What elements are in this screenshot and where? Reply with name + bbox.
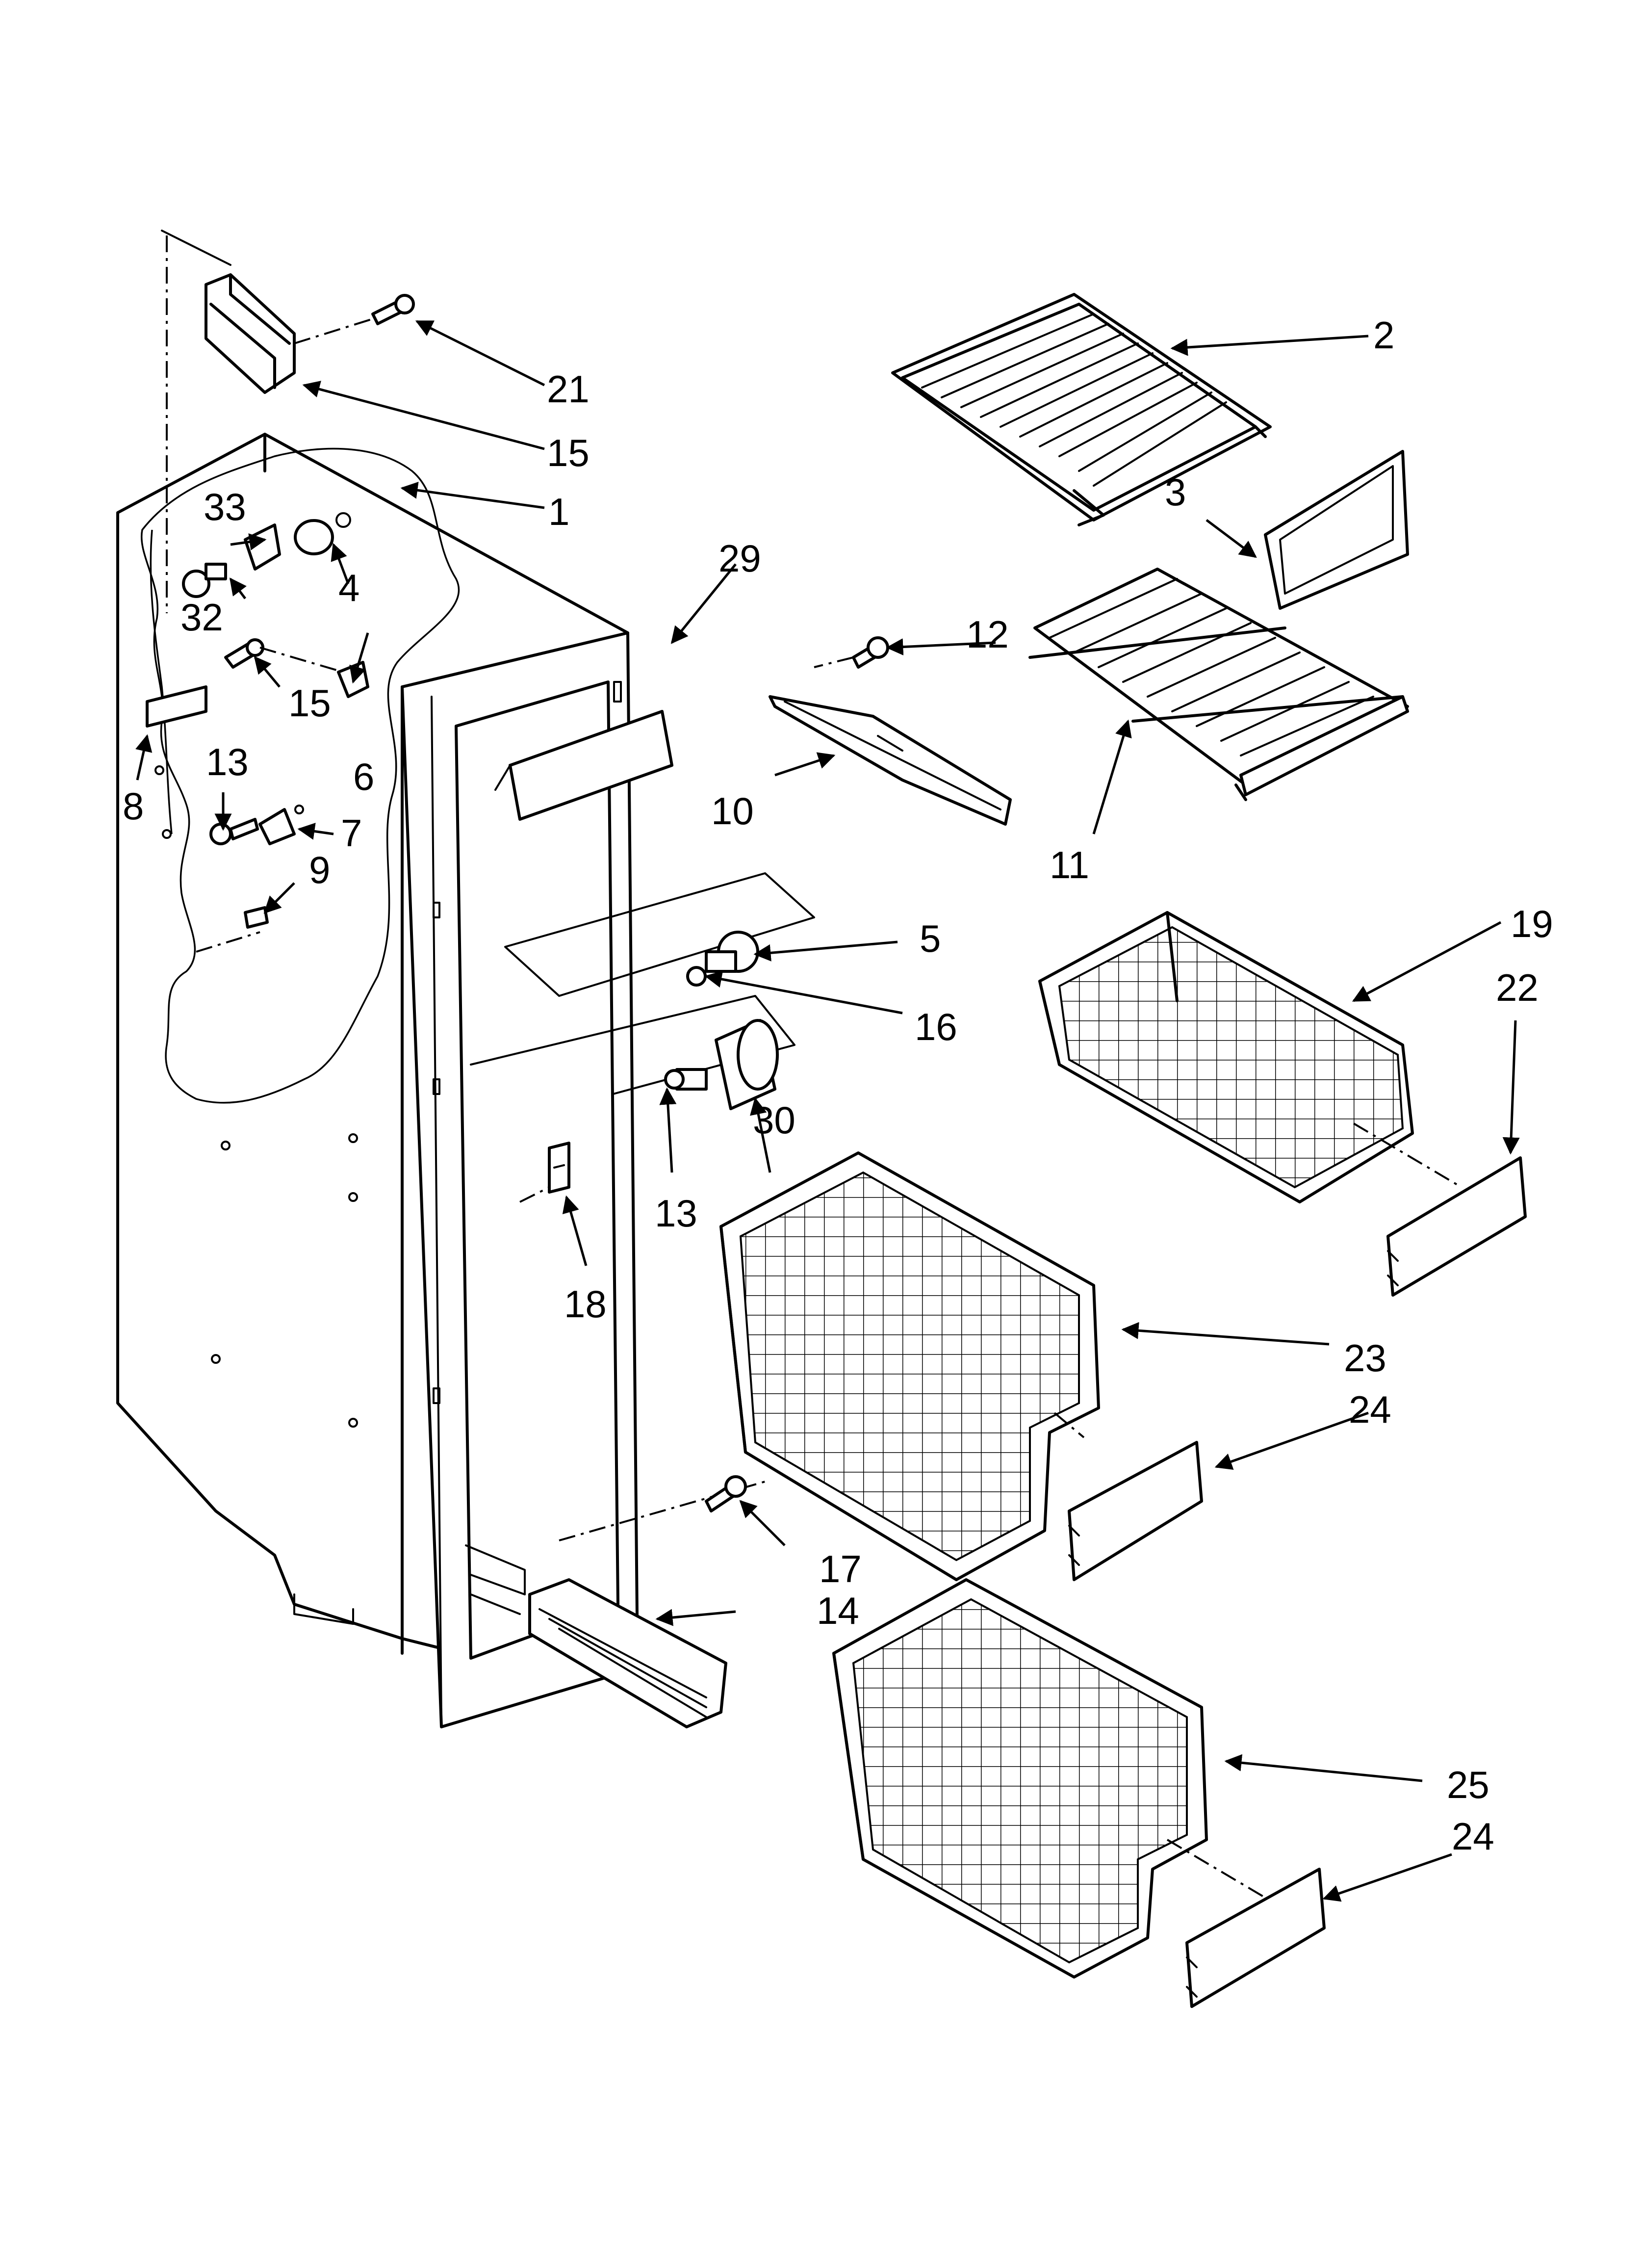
callout-16: 16 [915, 1005, 957, 1048]
callout-7: 7 [341, 811, 362, 855]
callout-1: 1 [548, 490, 569, 533]
callout-24-lower: 24 [1452, 1815, 1494, 1858]
shelf-screw [814, 636, 889, 669]
callout-4: 4 [338, 566, 359, 609]
callout-14: 15 [547, 431, 590, 474]
callout-33: 33 [204, 485, 246, 528]
toe-grille [528, 1578, 727, 1728]
callout-11: 11 [1050, 843, 1089, 886]
shelf-support [769, 695, 1012, 826]
leader-lines [135, 320, 1520, 1902]
callout-24-upper: 24 [1349, 1388, 1391, 1431]
callout-21: 19 [1511, 902, 1553, 945]
callout-13-left: 13 [206, 740, 249, 783]
knob [294, 512, 351, 555]
shelf-bracket-lower [664, 1019, 779, 1110]
wire-shelf-top [891, 293, 1272, 526]
callout-23: 23 [1344, 1336, 1386, 1380]
basket-handle-middle [1068, 1441, 1203, 1581]
shelf-bracket-upper [705, 931, 759, 973]
callout-32: 32 [180, 596, 223, 639]
cover-panel [494, 710, 673, 821]
callout-10: 10 [711, 789, 754, 833]
basket-middle [719, 1151, 1100, 1581]
basket-handle-upper [1386, 1156, 1527, 1297]
callout-22: 22 [1496, 966, 1539, 1009]
callout-29: 29 [718, 537, 761, 580]
callout-labels: 21 15 1 2 3 29 33 32 4 12 15 6 8 13 7 9 … [123, 313, 1553, 1858]
wire-shelf-lower [1028, 568, 1409, 801]
top-hinge [161, 230, 296, 394]
clamp [258, 805, 304, 845]
callout-12: 12 [966, 613, 1009, 656]
plug-button [244, 906, 269, 929]
callout-19: 18 [564, 1282, 607, 1326]
basket-lower [832, 1578, 1276, 1979]
callout-8: 8 [123, 784, 144, 828]
callout-25: 25 [1447, 1763, 1489, 1806]
callout-13-center: 13 [655, 1192, 697, 1235]
callout-5: 5 [920, 917, 941, 960]
shelf-front-trim [1264, 450, 1409, 610]
callout-17: 14 [817, 1589, 859, 1632]
callout-18: 17 [819, 1547, 862, 1590]
light-bulb [182, 563, 227, 598]
callout-15-top: 21 [547, 367, 590, 411]
callout-30: 30 [753, 1098, 795, 1142]
freezer-liner [116, 235, 766, 1728]
grille-screw [705, 1475, 747, 1512]
basket-handle-lower [1185, 1868, 1326, 2008]
hinge-screw [294, 294, 415, 344]
callout-3: 3 [1165, 470, 1186, 514]
callout-9: 9 [309, 848, 330, 891]
interior-screw-upper [224, 638, 344, 673]
switch [548, 1142, 570, 1194]
callout-6: 6 [353, 755, 374, 798]
bracket [146, 685, 207, 728]
callout-2: 2 [1373, 313, 1394, 357]
basket-upper [1038, 911, 1462, 1203]
bracket-screw [686, 966, 707, 987]
callout-15-mid: 15 [288, 681, 331, 725]
